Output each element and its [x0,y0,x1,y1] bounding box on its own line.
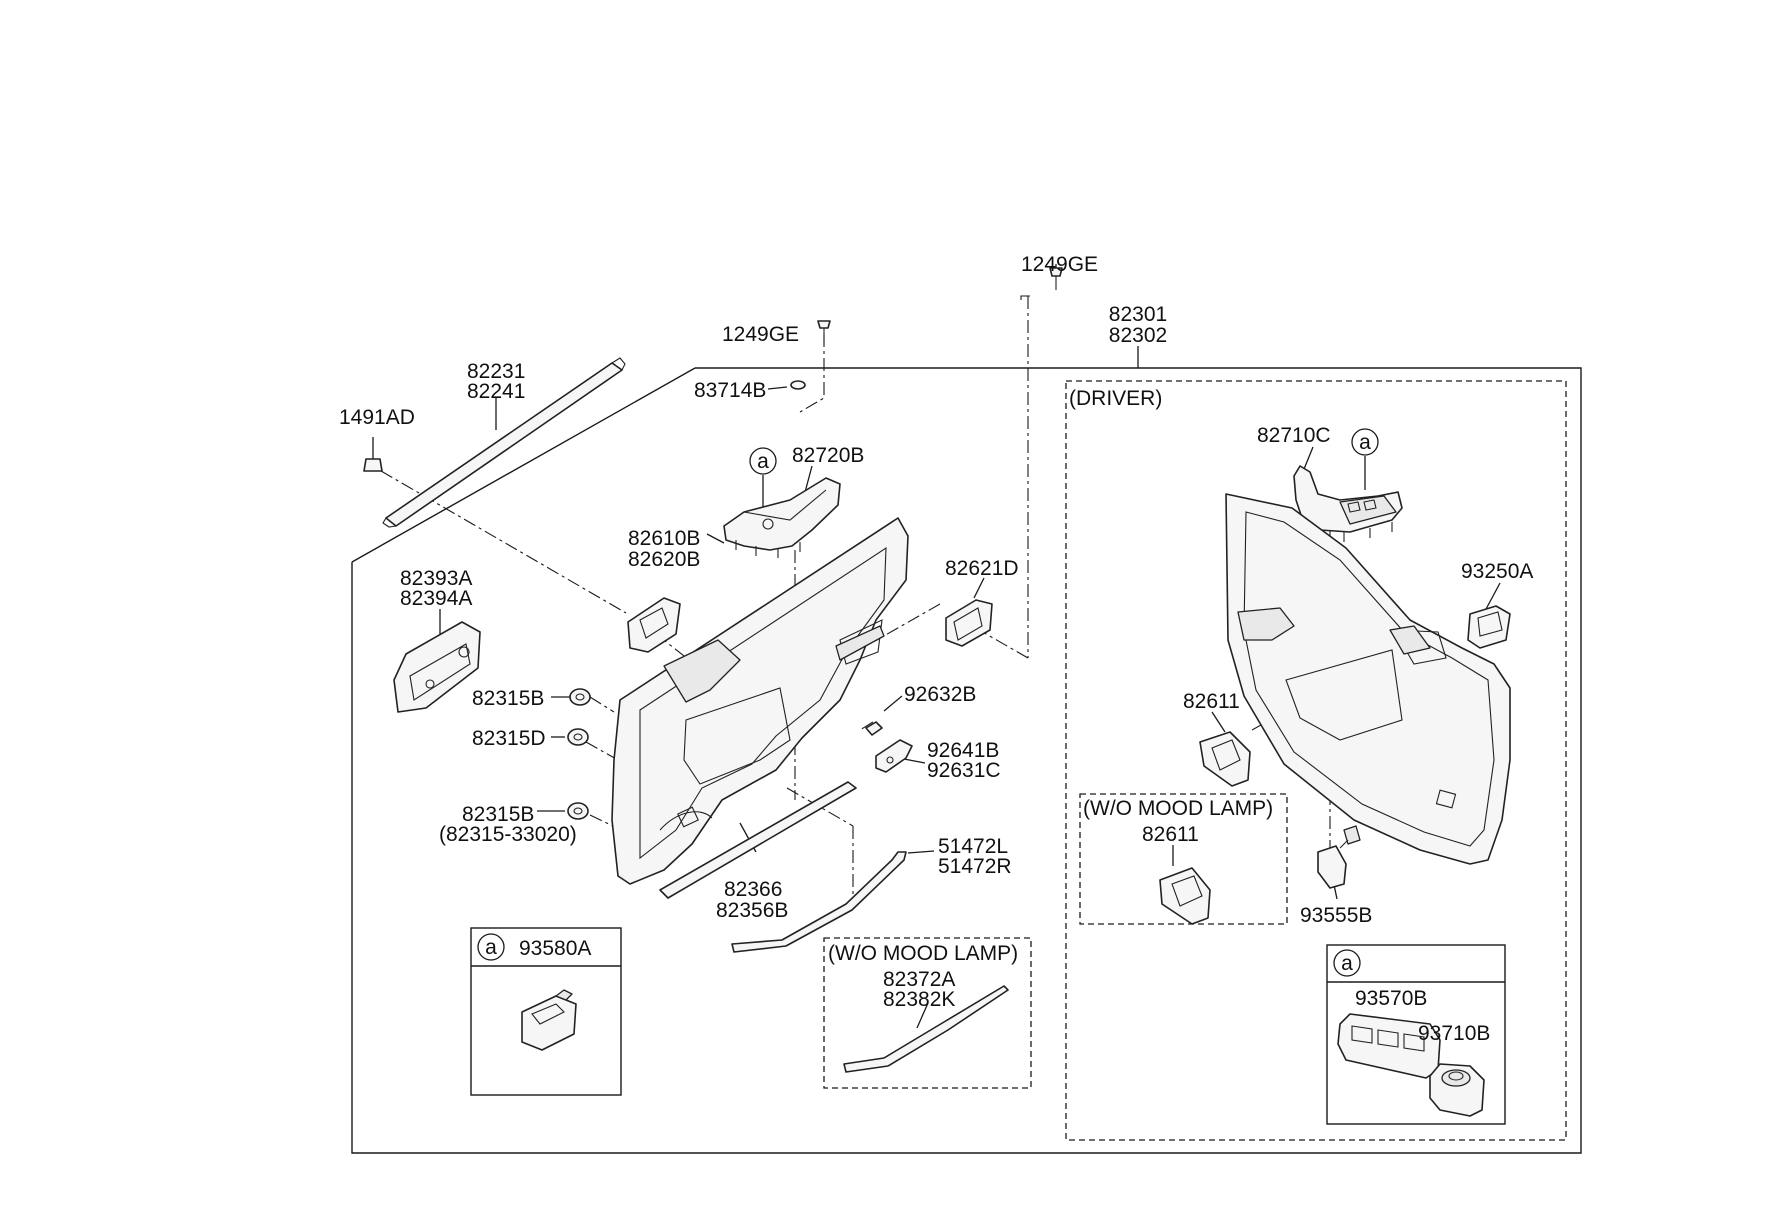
callout-a-armrest: a [749,447,777,475]
switch-bezel-82611-wo-mood-lamp [1159,867,1211,925]
label-82315-33020: (82315-33020) [439,823,577,846]
leader-51472l [907,850,935,854]
callout-a-switch-assembly-text: a [1341,952,1353,975]
label-93580a: 93580A [519,937,591,960]
label-82610b: 82610B [628,527,700,550]
switch-assembly-frame [1326,944,1506,1125]
wo-mood-lamp-frame-left [823,937,1032,1089]
leader-82611 [1211,711,1226,733]
label-wo-mood-lamp-right: (W/O MOOD LAMP) [1083,797,1273,820]
clip-82315b-upper [569,688,591,706]
armrest-82710c [1293,465,1403,542]
label-92632b: 92632B [904,683,976,706]
label-82620b: 82620B [628,548,700,571]
switch-bezel-82611 [1199,731,1251,787]
inside-handle-82610b [627,597,681,653]
label-82356b: 82356B [716,899,788,922]
label-82315b-upper: 82315B [472,687,544,710]
strip-82366 [659,781,857,899]
callout-a-93580a: a [477,933,505,961]
clip-82315b-lower [567,802,589,820]
switch-bezel-82621d [945,599,993,647]
driver-variant-frame [1065,380,1567,1141]
label-82241: 82241 [467,380,525,403]
leader-82621d [973,577,985,599]
label-93555b: 93555B [1300,904,1372,927]
dash-92632b [859,721,874,731]
switch-93555b [1317,825,1361,889]
armrest-82720b [723,477,841,558]
label-82315b-lower: 82315B [462,803,534,826]
label-92641b: 92641B [927,739,999,762]
dash-1491ad-to-handle [380,470,627,614]
mood-lamp-strip-51472l [731,851,907,953]
switch-93250a [1467,605,1511,649]
label-93710b: 93710B [1418,1022,1490,1045]
label-82393a: 82393A [400,567,472,590]
clip-82315d [567,728,589,746]
dash-1249ge-top [1020,295,1030,300]
callout-a-driver-armrest: a [1351,428,1379,456]
label-82372a: 82372A [883,968,955,991]
label-82302: 82302 [1109,324,1167,347]
leader-83714b [767,386,788,390]
label-82621d: 82621D [945,557,1019,580]
strip-82372a [843,985,1009,1073]
label-93570b: 93570B [1355,987,1427,1010]
dash-trim-to-strip-82366 [786,787,854,827]
label-82611-wo-mood-lamp: 82611 [1142,823,1199,846]
label-82301: 82301 [1109,303,1167,326]
bracket-92641b [875,739,913,773]
cap-83714b [790,380,806,390]
label-82382k: 82382K [883,988,955,1011]
leader-82610b [706,533,725,544]
label-1491ad: 1491AD [339,406,415,429]
leader-92632b [883,695,903,712]
dash-82621d-to-trim [874,603,941,642]
door-trim-panel-driver [1225,493,1511,865]
label-82366: 82366 [724,878,782,901]
speaker-grille-82393a [393,621,481,713]
clip-1491ad [363,458,383,472]
label-driver: (DRIVER) [1069,387,1162,410]
screw-1249ge-mid [817,320,831,344]
label-51472l: 51472L [938,835,1008,858]
label-1249ge-top: 1249GE [1021,253,1098,276]
label-51472r: 51472R [938,855,1012,878]
beltline-weatherstrip [382,357,626,528]
label-92631c: 92631C [927,759,1001,782]
label-wo-mood-lamp-left: (W/O MOOD LAMP) [828,942,1018,965]
door-trim-panel-main [611,517,909,885]
label-82315d: 82315D [472,727,546,750]
lamp-92632b [865,721,883,736]
dash-82315b-1 [589,696,615,713]
callout-a-armrest-text: a [757,450,769,473]
wo-mood-lamp-frame-right [1079,793,1288,925]
label-82720b: 82720B [792,444,864,467]
switch-93710b [1429,1063,1485,1117]
label-82231: 82231 [467,360,525,383]
label-83714b: 83714B [694,379,766,402]
dash-1249ge-mid [799,334,825,413]
callout-a-driver-armrest-text: a [1359,431,1371,454]
dash-82315d [585,741,619,761]
label-93250a: 93250A [1461,560,1533,583]
main-frame-diagonal [351,367,696,563]
switch-93580a [521,989,577,1051]
callout-a-93580a-text: a [485,936,497,959]
callout-a-switch-assembly: a [1333,949,1361,977]
leader-82372a [916,1002,929,1029]
switch-93580a-frame [470,927,622,1096]
label-82611: 82611 [1183,690,1240,713]
leader-93250a [1484,582,1501,612]
screw-1249ge-top [1049,267,1063,290]
label-82394a: 82394A [400,587,472,610]
main-assembly-frame [351,367,1582,1154]
label-1249ge-mid: 1249GE [722,323,799,346]
leader-92641b [903,758,926,764]
label-82710c: 82710C [1257,424,1331,447]
